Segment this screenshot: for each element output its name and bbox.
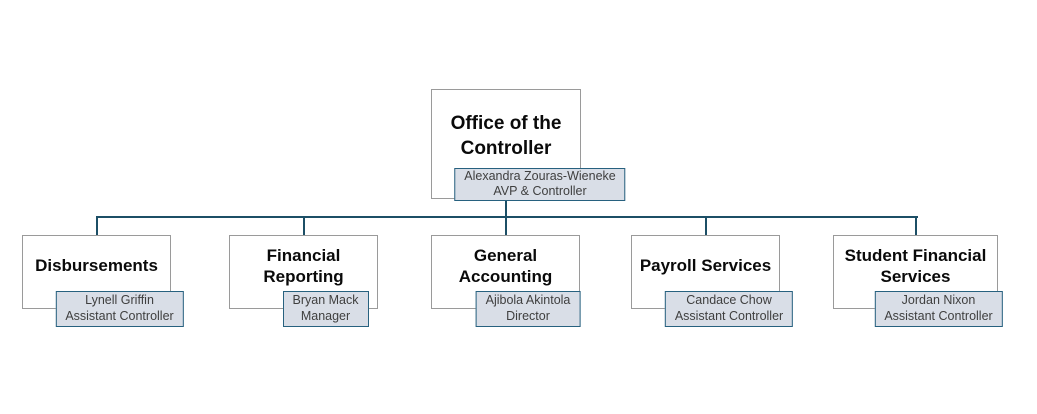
person-title: Assistant Controller: [65, 308, 174, 323]
person-name: Jordan Nixon: [901, 293, 976, 307]
connector-stub-payroll-services: [705, 216, 707, 235]
person-badge-avp-controller: Alexandra Zouras-Wieneke AVP & Controlle…: [454, 168, 626, 201]
dept-label: General Accounting: [458, 245, 553, 287]
dept-label: Disbursements: [35, 256, 158, 276]
person-name: Bryan Mack: [292, 293, 359, 307]
person-title: Director: [506, 308, 550, 323]
connector-root-drop: [504, 200, 507, 235]
person-title: Assistant Controller: [884, 308, 993, 323]
dept-label: Student Financial Services: [844, 245, 987, 287]
person-badge-general-accounting: Ajibola Akintola Director: [475, 291, 581, 327]
person-title: Assistant Controller: [674, 308, 784, 323]
person-badge-student-financial-services: Jordan Nixon Assistant Controller: [874, 291, 1003, 327]
dept-label: Payroll Services: [639, 256, 772, 276]
dept-box-disbursements: Disbursements: [22, 235, 171, 309]
person-name: Ajibola Akintola: [485, 293, 571, 307]
person-title: Manager: [300, 308, 351, 323]
person-title: AVP & Controller: [493, 184, 587, 198]
person-badge-financial-reporting: Bryan Mack Manager: [282, 291, 369, 327]
connector-stub-financial-reporting: [303, 216, 305, 235]
dept-label: Financial Reporting: [263, 245, 344, 287]
connector-horizontal-rail: [96, 216, 918, 218]
person-name: Candace Chow: [686, 293, 772, 307]
person-name: Alexandra Zouras-Wieneke: [464, 168, 616, 183]
dept-label: Office of the Controller: [450, 113, 562, 159]
person-badge-payroll-services: Candace Chow Assistant Controller: [664, 291, 794, 327]
connector-stub-disbursements: [95, 216, 98, 235]
connector-stub-student-financial-services: [914, 216, 917, 235]
person-badge-disbursements: Lynell Griffin Assistant Controller: [55, 291, 184, 327]
person-name: Lynell Griffin: [85, 293, 154, 307]
